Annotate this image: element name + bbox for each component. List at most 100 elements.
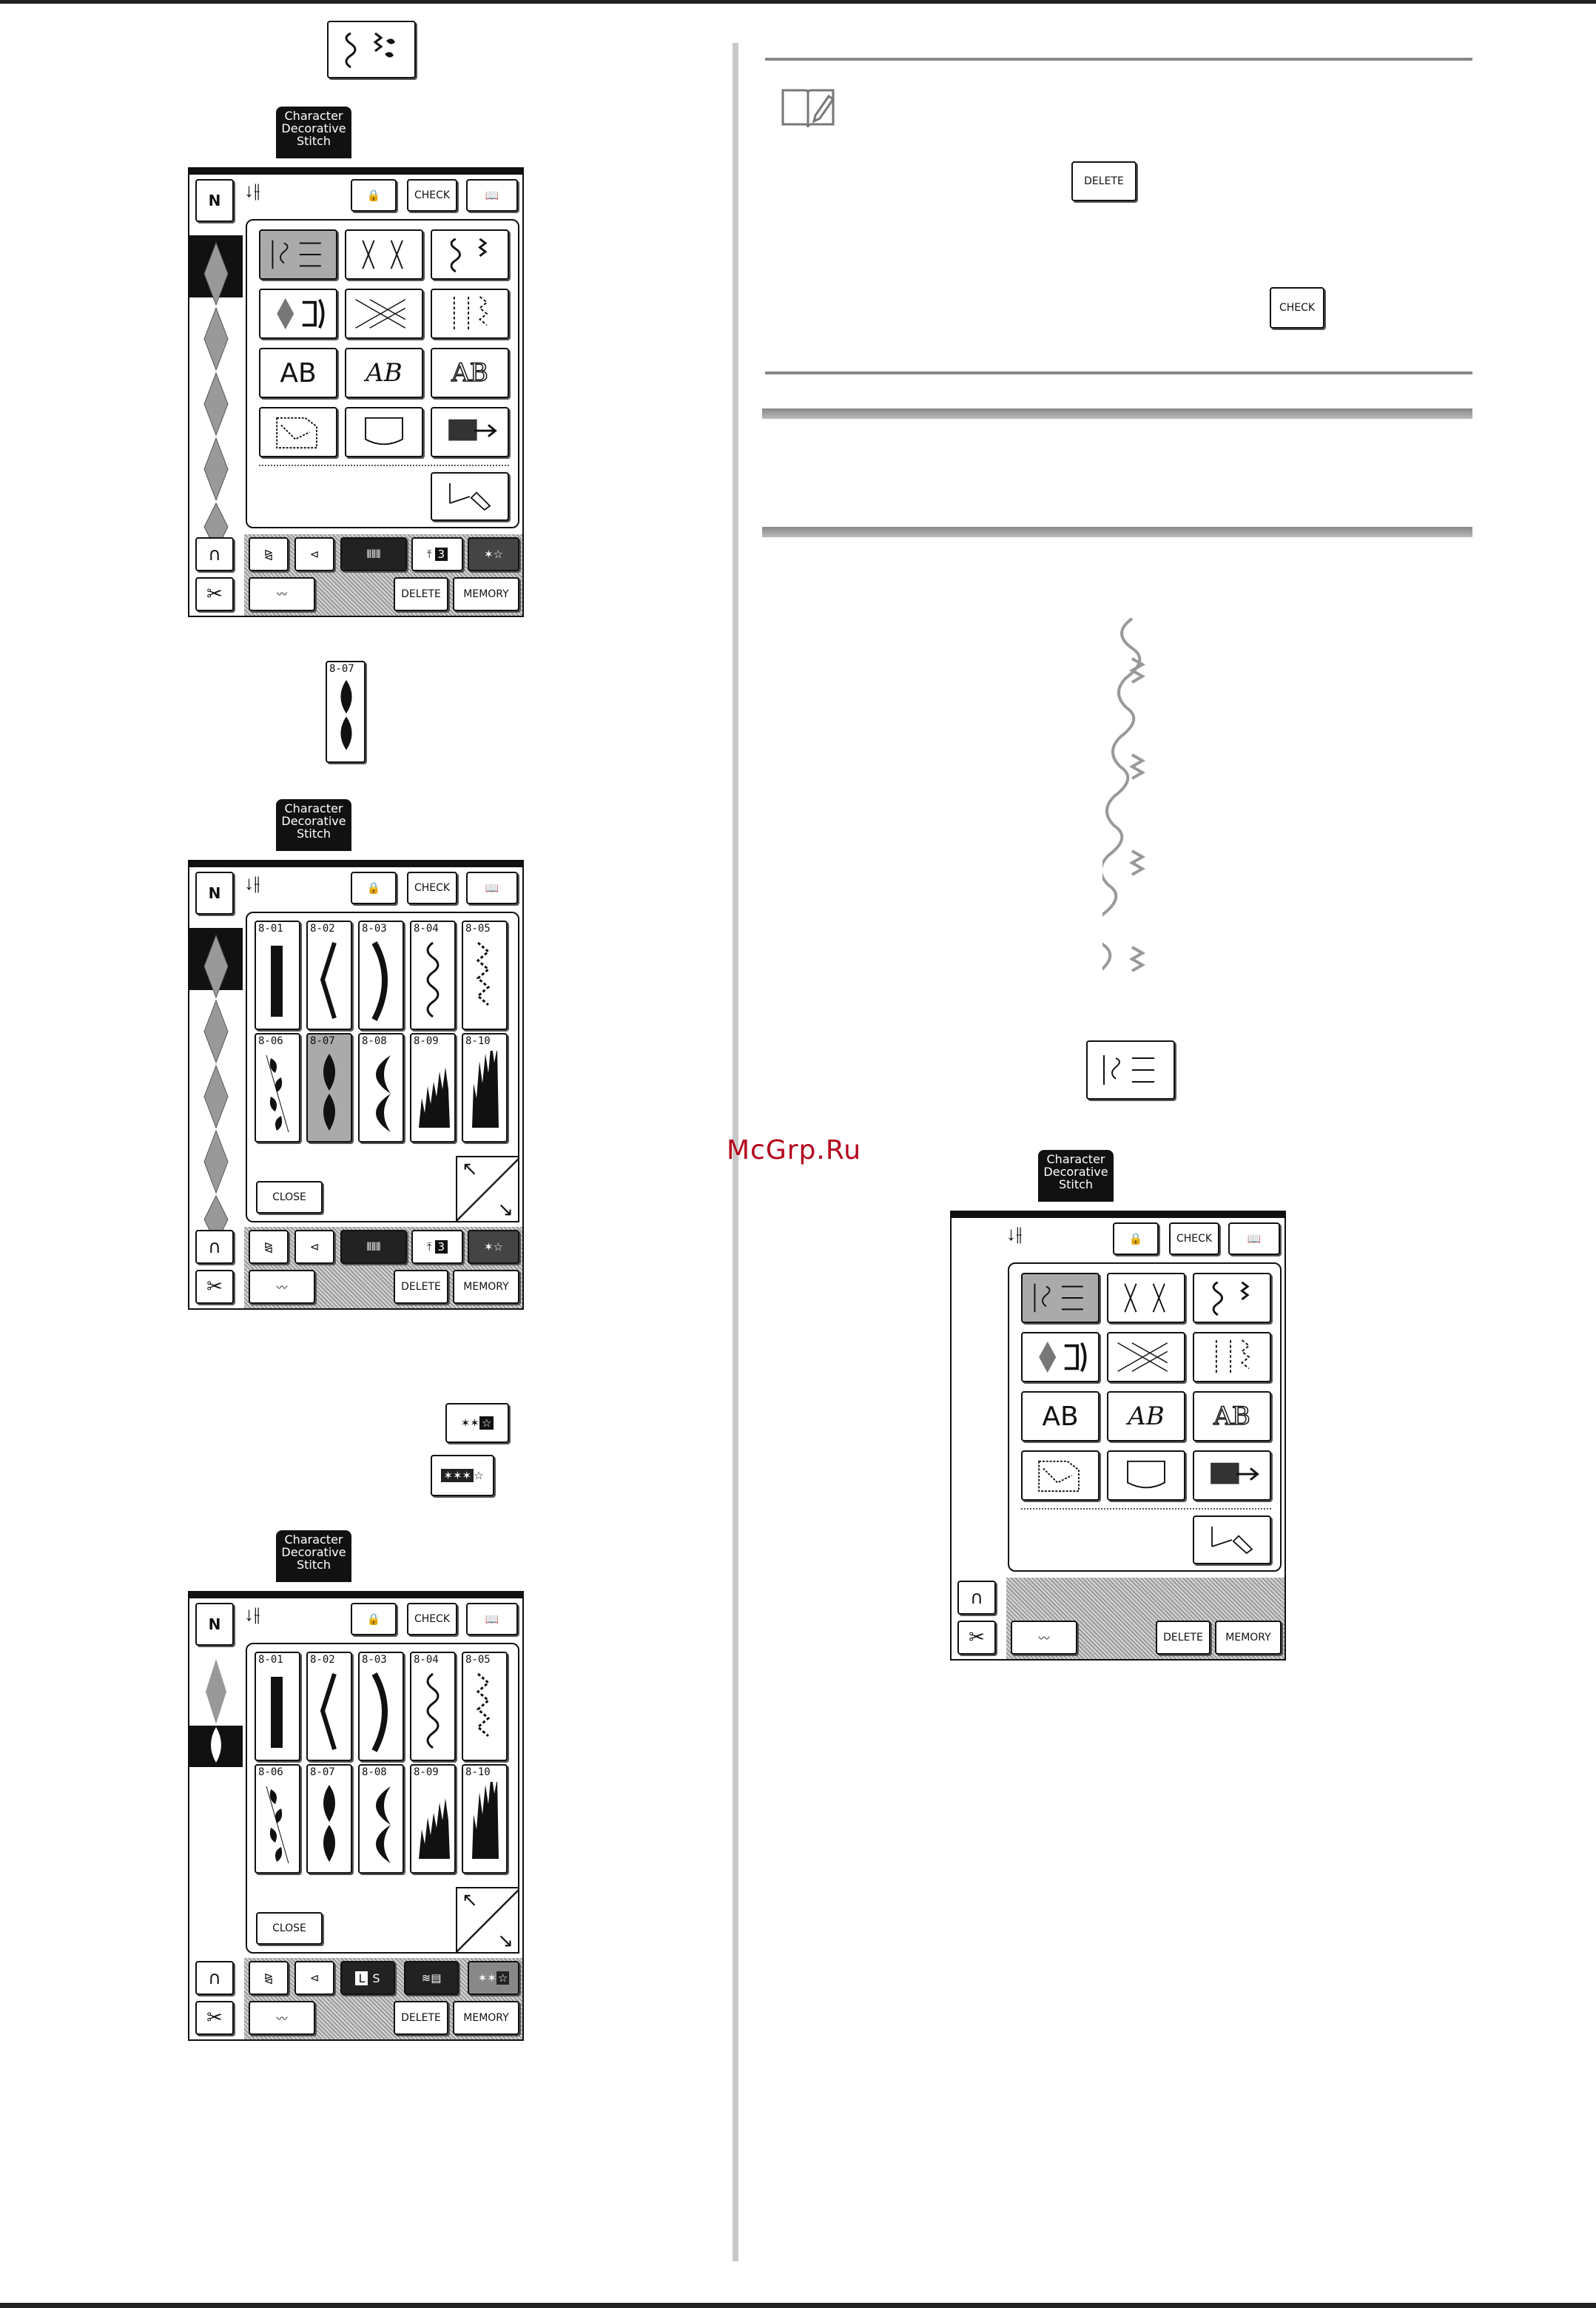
- multiple-pattern-key[interactable]: ✶☆: [468, 1230, 519, 1264]
- stitch-key-8-05[interactable]: 8-05: [462, 921, 508, 1030]
- multiple-pattern-key[interactable]: ✶✶☆: [468, 1961, 519, 1995]
- memory-key[interactable]: MEMORY: [453, 1270, 519, 1304]
- stitch-key-8-09[interactable]: 8-09: [410, 1033, 456, 1143]
- stitch-key-8-03[interactable]: 8-03: [358, 1652, 404, 1761]
- reverse-key[interactable]: ∩: [195, 537, 234, 571]
- stitch-key-8-02[interactable]: 8-02: [306, 921, 352, 1030]
- reverse-key[interactable]: ∩: [195, 1961, 234, 1995]
- manual-key[interactable]: 📖: [466, 1603, 518, 1635]
- check-key[interactable]: CHECK: [1169, 1222, 1219, 1255]
- cat-my-custom-key[interactable]: [1021, 1450, 1100, 1501]
- scissors-key[interactable]: ✂: [195, 1270, 234, 1304]
- mirror-horizontal-key[interactable]: ⊲: [294, 1961, 334, 1995]
- memory-key[interactable]: MEMORY: [453, 2001, 519, 2035]
- cat-floral-key[interactable]: [431, 229, 509, 280]
- cat-outline-alpha-key[interactable]: AB: [431, 348, 509, 398]
- cat-script-alpha-key[interactable]: AB: [1107, 1391, 1185, 1441]
- manual-key[interactable]: 📖: [466, 872, 518, 904]
- mirror-vertical-key[interactable]: ⧎: [249, 1230, 289, 1264]
- cat-crossstitch-key[interactable]: [1107, 1332, 1185, 1382]
- manual-key[interactable]: 📖: [1228, 1222, 1280, 1255]
- stitch-key-8-04[interactable]: 8-04: [410, 921, 456, 1030]
- cat-floral-key[interactable]: [1193, 1273, 1271, 1323]
- check-key[interactable]: CHECK: [407, 872, 457, 904]
- page-toggle-corner[interactable]: ↖↘: [456, 1887, 519, 1954]
- check-key[interactable]: CHECK: [407, 179, 457, 212]
- cat-usb-key[interactable]: [431, 407, 509, 457]
- stitch-key-8-10[interactable]: 8-10: [462, 1764, 508, 1874]
- cat-pocket-key[interactable]: [345, 407, 423, 457]
- memory-key[interactable]: MEMORY: [453, 577, 519, 611]
- cat-my-custom-key[interactable]: [259, 407, 337, 457]
- stitch-key-8-08[interactable]: 8-08: [358, 1033, 404, 1143]
- cat-outline-alpha-key[interactable]: AB: [1193, 1391, 1271, 1441]
- presser-foot-key[interactable]: N: [195, 179, 234, 222]
- mirror-vertical-key[interactable]: ⧎: [249, 1961, 289, 1995]
- presser-foot-key[interactable]: N: [195, 1603, 234, 1646]
- cat-decorative-key[interactable]: [1021, 1273, 1100, 1323]
- memory-key[interactable]: MEMORY: [1215, 1621, 1282, 1655]
- cat-utility-key[interactable]: [1193, 1332, 1271, 1382]
- stitch-length-key[interactable]: 〰: [249, 2001, 315, 2035]
- scissors-key[interactable]: ✂: [195, 2001, 234, 2035]
- cat-gothic-alpha-key[interactable]: AB: [1021, 1391, 1100, 1441]
- floral-category-key[interactable]: [327, 21, 416, 78]
- stitch-key-8-03[interactable]: 8-03: [358, 921, 404, 1030]
- stitch-key-8-05[interactable]: 8-05: [462, 1652, 508, 1761]
- lock-key[interactable]: 🔒: [351, 179, 397, 212]
- stitch-key-8-06[interactable]: 8-06: [255, 1764, 300, 1874]
- cat-crossstitch-key[interactable]: [345, 289, 423, 339]
- mirror-horizontal-key[interactable]: ⊲: [294, 1230, 334, 1264]
- twin-needle-key[interactable]: ⫴⫴⫴: [340, 1230, 407, 1264]
- cat-decorative-key[interactable]: [259, 229, 337, 280]
- stitch-key-8-04[interactable]: 8-04: [410, 1652, 456, 1761]
- stitch-density-key[interactable]: ⤒3: [411, 1230, 463, 1264]
- cat-utility-key[interactable]: [431, 289, 509, 339]
- cat-cross-key[interactable]: [345, 229, 423, 280]
- delete-key[interactable]: DELETE: [394, 577, 448, 611]
- lock-key[interactable]: 🔒: [351, 1603, 397, 1635]
- stitch-key-8-01[interactable]: 8-01: [255, 1652, 300, 1761]
- delete-key[interactable]: DELETE: [394, 1270, 448, 1304]
- close-key[interactable]: CLOSE: [256, 1912, 323, 1945]
- page-toggle-corner[interactable]: ↖↘: [456, 1156, 519, 1222]
- scissors-key[interactable]: ✂: [957, 1621, 996, 1655]
- mirror-vertical-key[interactable]: ⧎: [249, 537, 289, 571]
- delete-key[interactable]: DELETE: [394, 2001, 448, 2035]
- presser-foot-key[interactable]: N: [195, 872, 234, 915]
- my-custom-stitch-edit-key[interactable]: [1193, 1515, 1271, 1564]
- cat-cross-key[interactable]: [1107, 1273, 1185, 1323]
- multiple-pattern-key[interactable]: ✶☆: [468, 537, 519, 571]
- stitch-length-key[interactable]: 〰: [1011, 1621, 1077, 1655]
- decorative-category-key[interactable]: [1086, 1040, 1175, 1100]
- my-custom-stitch-edit-key[interactable]: [431, 472, 509, 521]
- check-key[interactable]: CHECK: [407, 1603, 457, 1635]
- stitch-8-07-standalone-key[interactable]: 8-07: [326, 661, 366, 763]
- stitch-key-8-07[interactable]: 8-07: [306, 1033, 352, 1143]
- cat-gothic-alpha-key[interactable]: AB: [259, 348, 337, 398]
- stitch-key-8-08[interactable]: 8-08: [358, 1764, 404, 1874]
- repeat-pattern-key-off[interactable]: ✶✶☆: [445, 1403, 509, 1443]
- stitch-key-8-01[interactable]: 8-01: [255, 921, 300, 1030]
- stitch-key-8-02[interactable]: 8-02: [306, 1652, 352, 1761]
- delete-key[interactable]: DELETE: [1156, 1621, 1211, 1655]
- stitch-key-8-07[interactable]: 8-07: [306, 1764, 352, 1874]
- twin-needle-key[interactable]: ⫴⫴⫴: [340, 537, 407, 571]
- scissors-key[interactable]: ✂: [195, 577, 234, 611]
- mirror-horizontal-key[interactable]: ⊲: [294, 537, 334, 571]
- stitch-key-8-06[interactable]: 8-06: [255, 1033, 300, 1143]
- stitch-length-key[interactable]: 〰: [249, 577, 315, 611]
- cat-satin-key[interactable]: [259, 289, 337, 339]
- manual-key[interactable]: 📖: [466, 179, 518, 212]
- stitch-density-key[interactable]: ⤒3: [411, 537, 463, 571]
- close-key[interactable]: CLOSE: [256, 1181, 323, 1214]
- cat-script-alpha-key[interactable]: AB: [345, 348, 423, 398]
- lock-key[interactable]: 🔒: [1113, 1222, 1159, 1255]
- repeat-pattern-key-on[interactable]: ✶✶✶☆: [431, 1455, 494, 1496]
- memo-check-key[interactable]: CHECK: [1270, 287, 1324, 329]
- density-pattern-key[interactable]: ≋▤: [404, 1961, 459, 1995]
- lock-key[interactable]: 🔒: [351, 872, 397, 904]
- stitch-key-8-09[interactable]: 8-09: [410, 1764, 456, 1874]
- stitch-length-key[interactable]: 〰: [249, 1270, 315, 1304]
